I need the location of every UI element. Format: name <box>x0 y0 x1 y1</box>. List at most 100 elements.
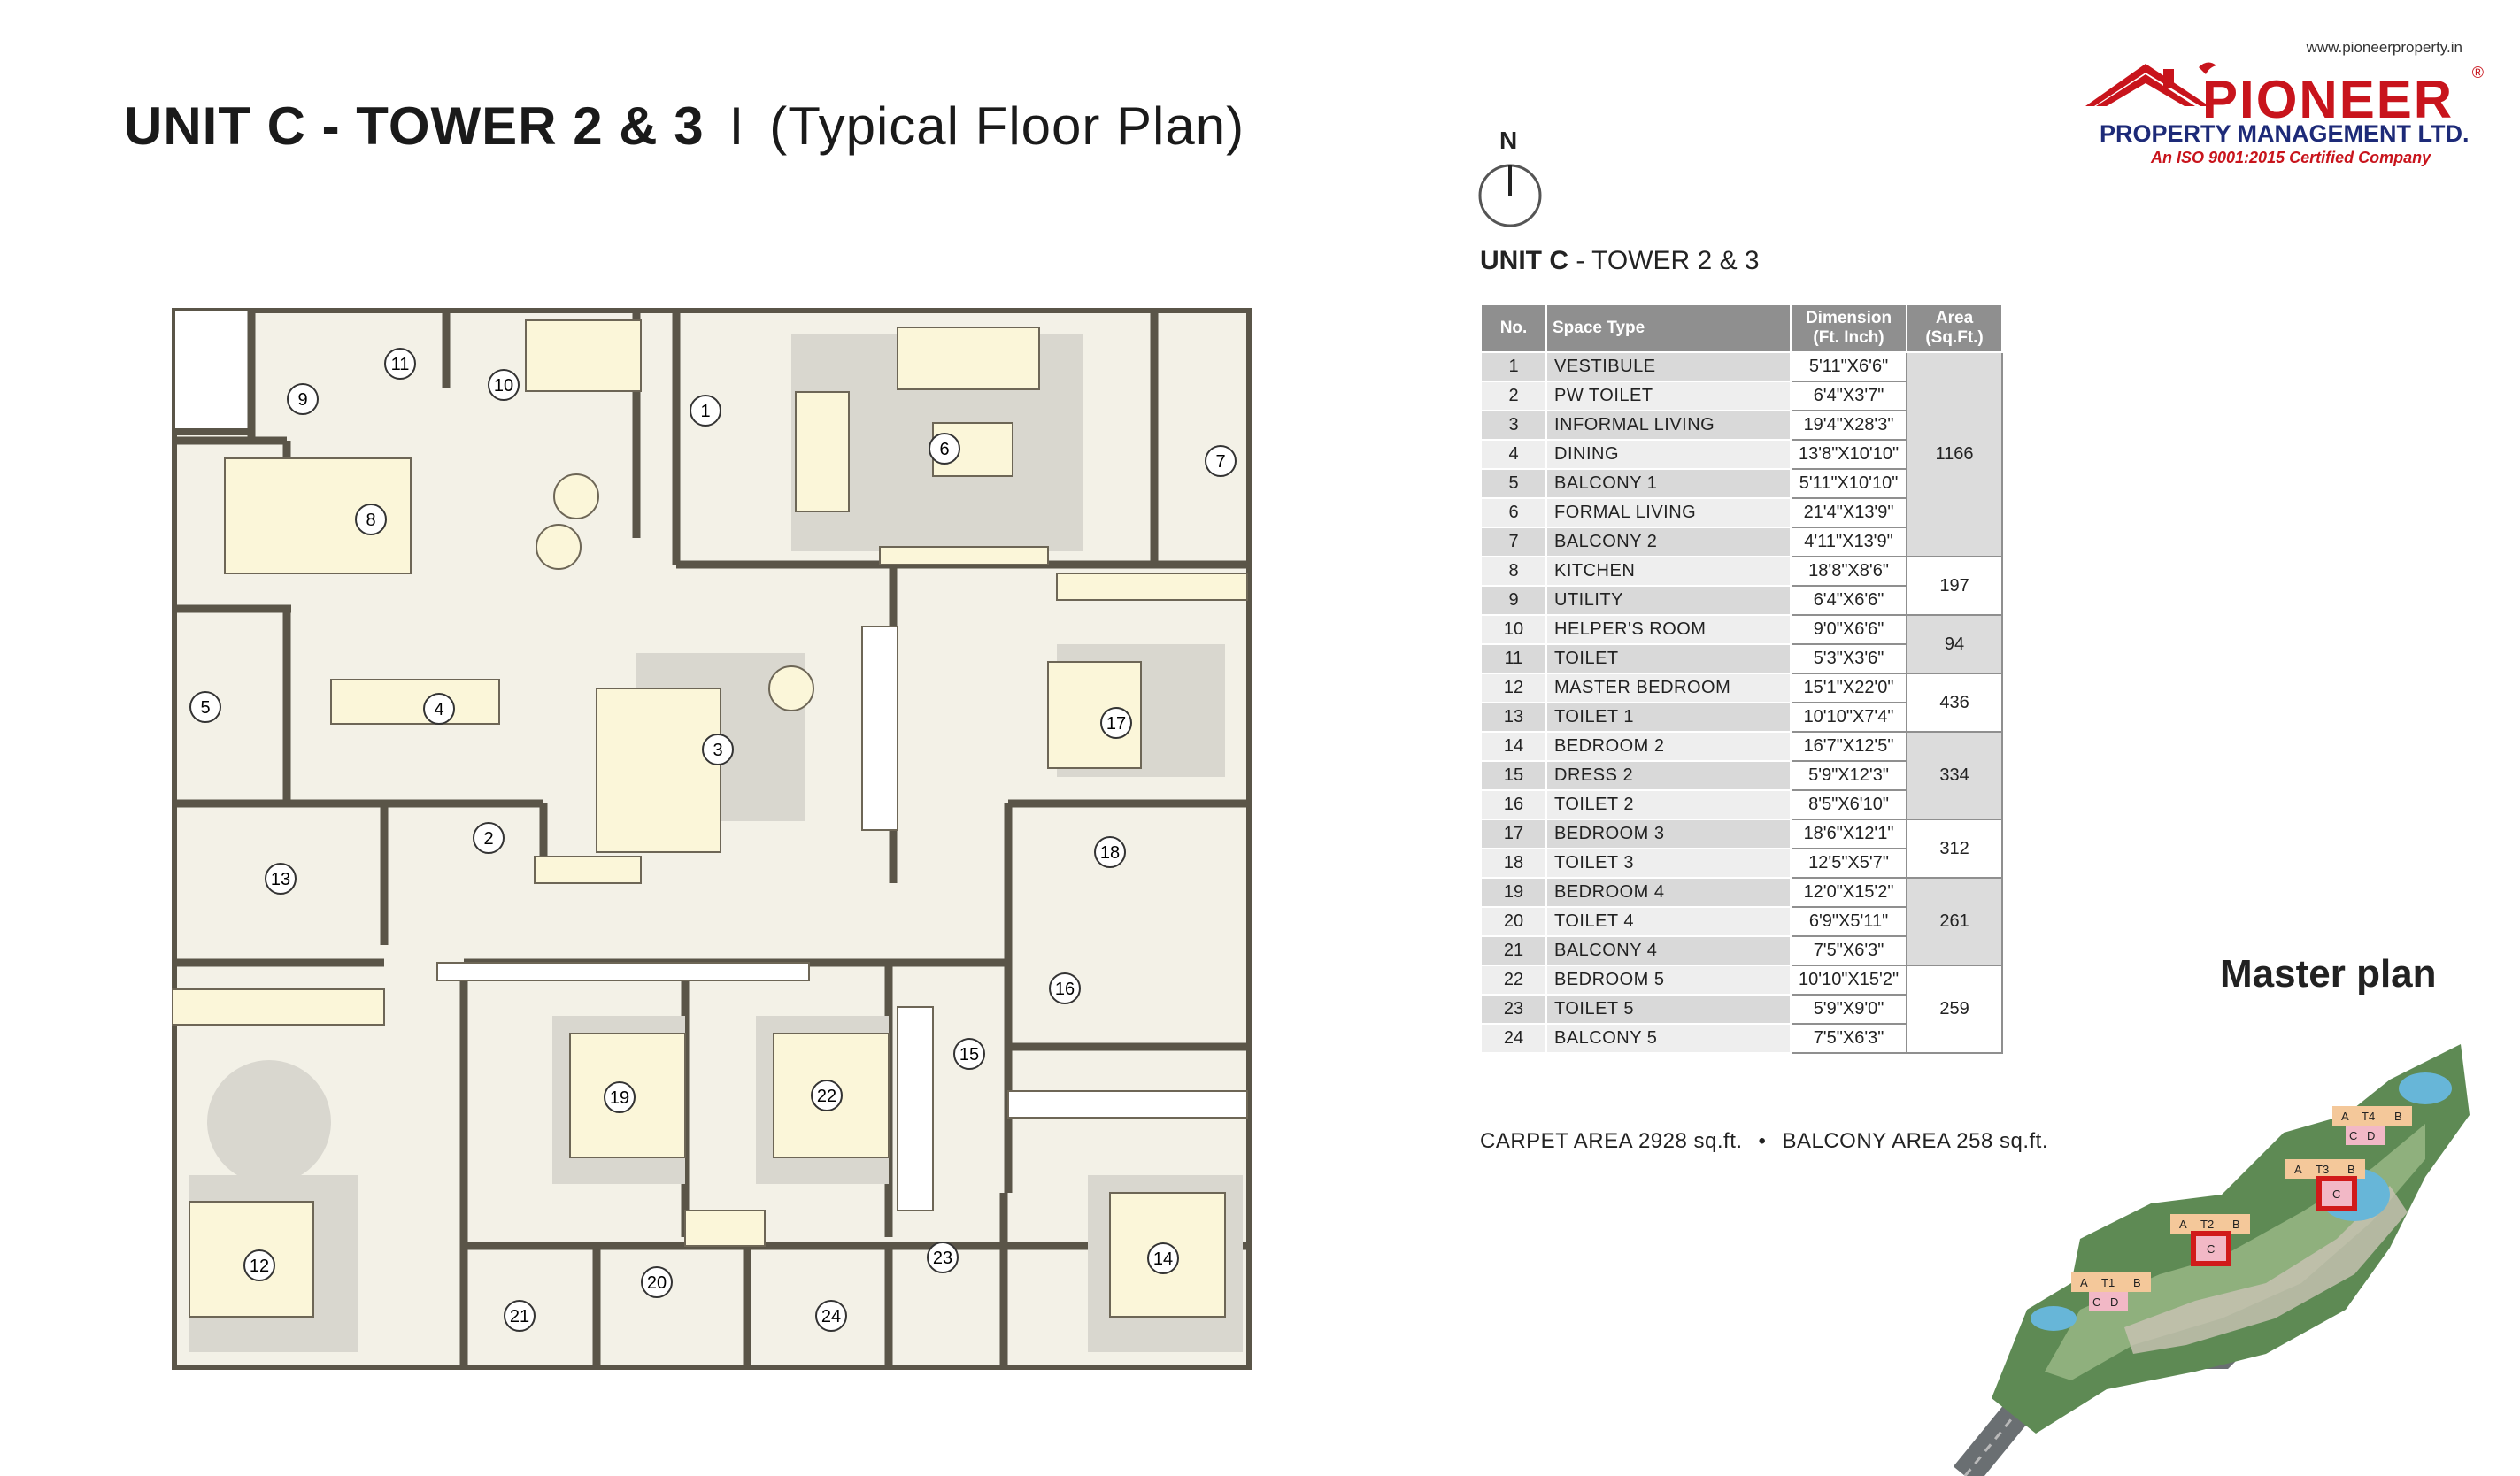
row-no: 24 <box>1480 1023 1547 1054</box>
logo-subtitle: PROPERTY MANAGEMENT LTD. <box>2100 120 2470 147</box>
compass-label: N <box>1499 127 1518 154</box>
row-dim: 5'11"X10'10" <box>1789 468 1908 499</box>
row-dim: 6'4"X3'7" <box>1789 381 1908 411</box>
room-label: 9 <box>287 383 319 415</box>
title-subtitle: (Typical Floor Plan) <box>769 96 1245 156</box>
svg-text:10: 10 <box>494 376 513 396</box>
row-dim: 8'5"X6'10" <box>1789 789 1908 820</box>
svg-text:20: 20 <box>647 1273 667 1293</box>
svg-text:8: 8 <box>366 511 375 530</box>
row-dim: 4'11"X13'9" <box>1789 527 1908 557</box>
svg-text:7: 7 <box>1215 452 1225 472</box>
room-label: 8 <box>355 504 387 535</box>
north-compass: N <box>1476 127 1547 233</box>
table-heading-bold: UNIT C <box>1480 246 1568 275</box>
row-space: BALCONY 4 <box>1545 935 1792 966</box>
room-label: 18 <box>1094 836 1126 868</box>
row-no: 23 <box>1480 994 1547 1025</box>
row-space: HELPER'S ROOM <box>1545 614 1792 645</box>
row-space: BEDROOM 2 <box>1545 731 1792 762</box>
room-label: 5 <box>189 691 221 723</box>
tower-label: C <box>2349 1129 2357 1142</box>
master-plan-title: Master plan <box>2220 952 2437 996</box>
row-dim: 5'11"X6'6" <box>1789 351 1908 382</box>
row-dim: 6'9"X5'11" <box>1789 906 1908 937</box>
svg-text:21: 21 <box>510 1307 529 1326</box>
compass-icon <box>1478 164 1542 227</box>
tower-label: C <box>2092 1295 2100 1309</box>
master-plan-map: A T4 B C D A T3 B C A T2 B C A T1 B C D <box>1953 1044 2470 1476</box>
tower-4: A T4 B C D <box>2332 1106 2412 1145</box>
tower-label: A <box>2080 1276 2088 1289</box>
svg-text:19: 19 <box>610 1088 629 1108</box>
row-dim: 12'0"X15'2" <box>1789 877 1908 908</box>
row-no: 20 <box>1480 906 1547 937</box>
row-no: 10 <box>1480 614 1547 645</box>
row-dim: 18'6"X12'1" <box>1789 819 1908 849</box>
row-no: 8 <box>1480 556 1547 587</box>
area-group: 334 <box>1906 731 2004 820</box>
logo-certification: An ISO 9001:2015 Certified Company <box>2151 149 2431 166</box>
row-no: 9 <box>1480 585 1547 616</box>
row-no: 11 <box>1480 643 1547 674</box>
header-no: No. <box>1480 304 1547 353</box>
area-group: 312 <box>1906 819 2004 879</box>
table-heading: UNIT C - TOWER 2 & 3 <box>1480 246 1760 276</box>
room-label: 15 <box>953 1038 985 1070</box>
tower-label: T3 <box>2316 1163 2329 1176</box>
row-space: TOILET <box>1545 643 1792 674</box>
svg-text:6: 6 <box>939 440 949 459</box>
row-space: BEDROOM 5 <box>1545 965 1792 996</box>
svg-text:5: 5 <box>200 698 210 718</box>
svg-text:18: 18 <box>1100 843 1120 863</box>
area-table: No. Space Type Dimension (Ft. Inch) Area… <box>1480 304 2004 1054</box>
room-label: 7 <box>1205 445 1237 477</box>
row-no: 22 <box>1480 965 1547 996</box>
row-no: 2 <box>1480 381 1547 411</box>
summary-dot: • <box>1758 1129 1767 1153</box>
room-label: 3 <box>702 734 734 765</box>
room-label: 14 <box>1147 1242 1179 1274</box>
room-label: 10 <box>488 369 520 401</box>
row-space: INFORMAL LIVING <box>1545 410 1792 441</box>
row-dim: 21'4"X13'9" <box>1789 497 1908 528</box>
table-header-row: No. Space Type Dimension (Ft. Inch) Area… <box>1480 304 2004 353</box>
row-dim: 19'4"X28'3" <box>1789 410 1908 441</box>
plan-furniture <box>172 319 1248 1318</box>
tower-label: B <box>2232 1218 2240 1231</box>
header-area: Area (Sq.Ft.) <box>1906 304 2004 353</box>
svg-text:12: 12 <box>250 1257 269 1276</box>
row-space: VESTIBULE <box>1545 351 1792 382</box>
header-space-type: Space Type <box>1545 304 1792 353</box>
table-heading-rest: - TOWER 2 & 3 <box>1568 246 1760 275</box>
svg-text:15: 15 <box>959 1045 979 1065</box>
room-label: 11 <box>384 348 416 380</box>
row-space: TOILET 2 <box>1545 789 1792 820</box>
area-group: 261 <box>1906 877 2004 966</box>
tower-label: C <box>2207 1242 2215 1256</box>
row-no: 13 <box>1480 702 1547 733</box>
row-dim: 7'5"X6'3" <box>1789 1023 1908 1054</box>
room-label: 6 <box>929 433 960 465</box>
plan-room-labels: 1 2 3 4 5 6 7 8 9 10 11 12 13 14 15 16 1… <box>189 348 1237 1332</box>
logo-name: PIONEER <box>2202 70 2454 129</box>
tower-label: A <box>2179 1218 2187 1231</box>
svg-text:17: 17 <box>1106 714 1126 734</box>
room-label: 13 <box>265 863 297 895</box>
row-dim: 9'0"X6'6" <box>1789 614 1908 645</box>
svg-text:14: 14 <box>1153 1249 1173 1269</box>
row-no: 19 <box>1480 877 1547 908</box>
tower-label: B <box>2394 1110 2402 1123</box>
room-label: 16 <box>1049 972 1081 1004</box>
